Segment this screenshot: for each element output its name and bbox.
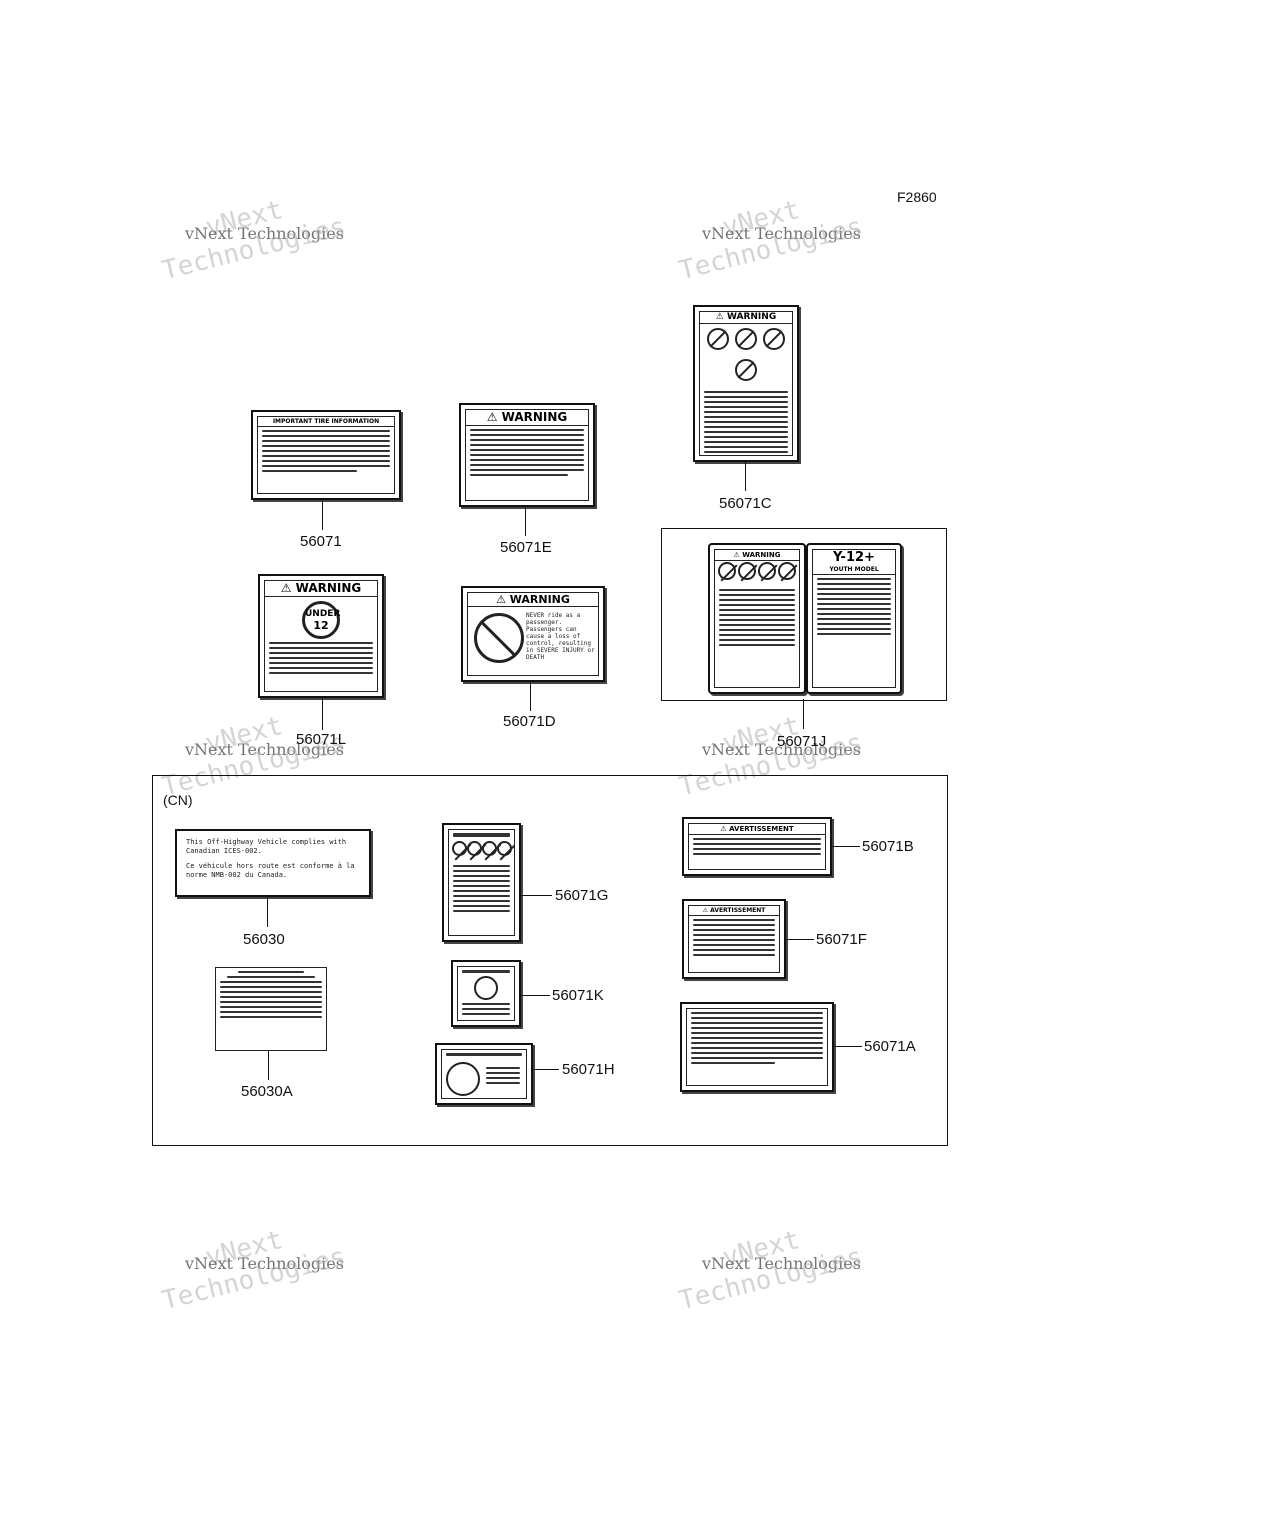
label-warning-passenger-cn[interactable] [435,1043,533,1105]
label-warning-cn-tall[interactable] [442,823,521,942]
label-ices-compliance[interactable]: This Off-Highway Vehicle complies with C… [175,829,371,897]
part-number: 56071L [296,731,347,748]
label-warning-youth[interactable]: ⚠ WARNING [708,543,806,694]
label-set-box [661,528,947,701]
figure-id: F2860 [897,189,937,205]
part-number: 56071E [500,539,552,556]
part-number: 56071G [555,887,609,904]
prohibition-icons [715,561,799,586]
label-avertissement-wide[interactable]: ⚠ AVERTISSEMENT [682,817,832,876]
no-passenger-icon [446,1062,480,1096]
avert-title: ⚠ AVERTISSEMENT [689,906,779,916]
warning-title: ⚠ WARNING [715,550,799,561]
label-spec-table[interactable] [215,967,327,1051]
prohibition-icons [700,324,792,388]
label-youth-model[interactable]: Y-12+ YOUTH MODEL [806,543,902,694]
part-number: 56071F [816,931,867,948]
part-number: 56030 [243,931,285,948]
warning-title: ⚠ WARNING [265,581,377,597]
label-warning-no-passenger[interactable]: ⚠ WARNING NEVER ride as a passenger. Pas… [461,586,605,682]
region-label: (CN) [163,792,193,808]
warning-title: ⚠ WARNING [468,593,598,607]
no-passenger-icon [474,613,524,663]
part-number: 56071B [862,838,914,855]
part-number: 56071D [503,713,556,730]
warning-title: ⚠ WARNING [700,312,792,324]
part-number: 56071H [562,1061,615,1078]
warning-title: ⚠ WARNING [466,410,588,426]
part-number: 56071 [300,533,342,550]
label-tire-info[interactable]: IMPORTANT TIRE INFORMATION [251,410,401,500]
part-number: 56071J [777,733,827,750]
label-avertissement-medium[interactable]: ⚠ AVERTISSEMENT [682,899,786,979]
part-number: 56030A [241,1083,293,1100]
label-warning-small[interactable] [451,960,521,1027]
prohibition-icon [474,976,498,1000]
label-warning-tall[interactable]: ⚠ WARNING [693,305,799,462]
part-number: 56071K [552,987,604,1004]
avert-title: ⚠ AVERTISSEMENT [689,824,825,835]
label-info-french[interactable] [680,1002,834,1092]
part-number: 56071A [864,1038,916,1055]
prohibition-icons [449,840,514,862]
label-warning-tire-pressure[interactable]: ⚠ WARNING [459,403,595,507]
region-cn-box [152,775,948,1146]
part-number: 56071C [719,495,772,512]
